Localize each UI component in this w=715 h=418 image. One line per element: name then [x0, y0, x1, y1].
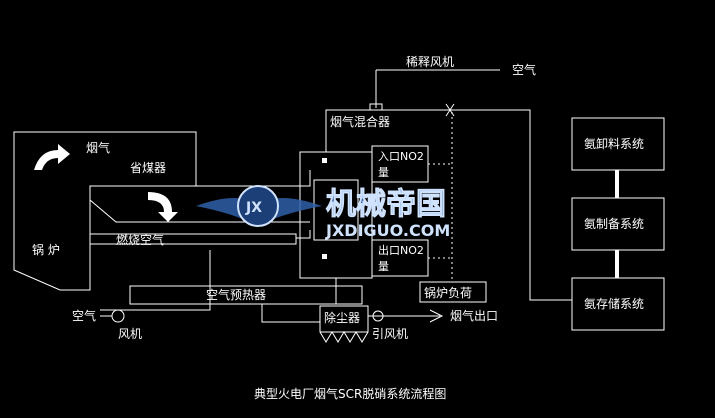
dilution-fan-label: 稀释风机 [406, 55, 454, 69]
id-fan-icon [372, 310, 384, 322]
air-top-label: 空气 [512, 62, 536, 77]
diagram-caption: 典型火电厂烟气SCR脱硝系统流程图 [254, 386, 446, 401]
mixer-to-reactor [325, 109, 376, 152]
economizer-label: 省煤器 [130, 161, 166, 175]
outlet-no2-label-2: 量 [378, 260, 389, 273]
ammonia-storage-label: 氨存储系统 [584, 296, 644, 311]
flue-gas-outlet-label: 烟气出口 [450, 308, 498, 323]
connector-2 [615, 250, 619, 278]
combustion-air-to-reactor [296, 230, 311, 239]
fan-icon [111, 309, 125, 323]
inlet-no2-label-2: 量 [378, 166, 389, 179]
boiler-label: 锅 炉 [32, 242, 60, 257]
reactor-inner [313, 179, 359, 241]
watermark-gear-icon [237, 185, 279, 227]
connector-1 [615, 170, 619, 198]
air-inlet-line [100, 250, 211, 311]
flue-path-lower [89, 186, 310, 223]
watermark-logo: JX 机械帝国 JXDIGUO.COM [196, 185, 450, 240]
inlet-no2-label-1: 入口NO2 [378, 150, 424, 163]
boiler-load-label: 锅炉负荷 [424, 285, 472, 300]
flue-gas-mixer-label: 烟气混合器 [330, 114, 390, 129]
boiler-load-box [419, 281, 487, 303]
ammonia-preparation-label: 氨制备系统 [584, 217, 644, 231]
id-fan-label: 引风机 [372, 327, 408, 341]
boiler-swirl-arrow [34, 144, 70, 170]
control-valve [445, 103, 455, 117]
flue-gas-label: 烟气 [86, 140, 110, 155]
combustion-air-pipe [89, 233, 297, 245]
dust-hopper [319, 331, 369, 343]
sensor-dot-2 [322, 254, 327, 259]
air-preheater-label: 空气预热器 [206, 287, 266, 302]
economizer-arrow [148, 192, 178, 222]
reactor-to-dust [261, 278, 337, 323]
flue-path-upper [196, 170, 311, 187]
air-preheater-box [129, 285, 363, 305]
air-left-label: 空气 [72, 308, 96, 323]
fan-label: 风机 [118, 327, 142, 341]
watermark-en: JXDIGUO.COM [325, 221, 450, 240]
watermark-cn: 机械帝国 [326, 187, 446, 222]
sensor-dot-1 [322, 158, 327, 163]
dust-collector-label: 除尘器 [324, 310, 360, 325]
ammonia-unloading-label: 氨卸料系统 [584, 136, 644, 151]
watermark-badge: JX [245, 200, 262, 216]
combustion-air-label: 燃烧空气 [116, 232, 164, 247]
outlet-no2-label-1: 出口NO2 [378, 243, 424, 257]
outlet-arrow [429, 309, 444, 323]
ammonia-line [372, 109, 572, 301]
